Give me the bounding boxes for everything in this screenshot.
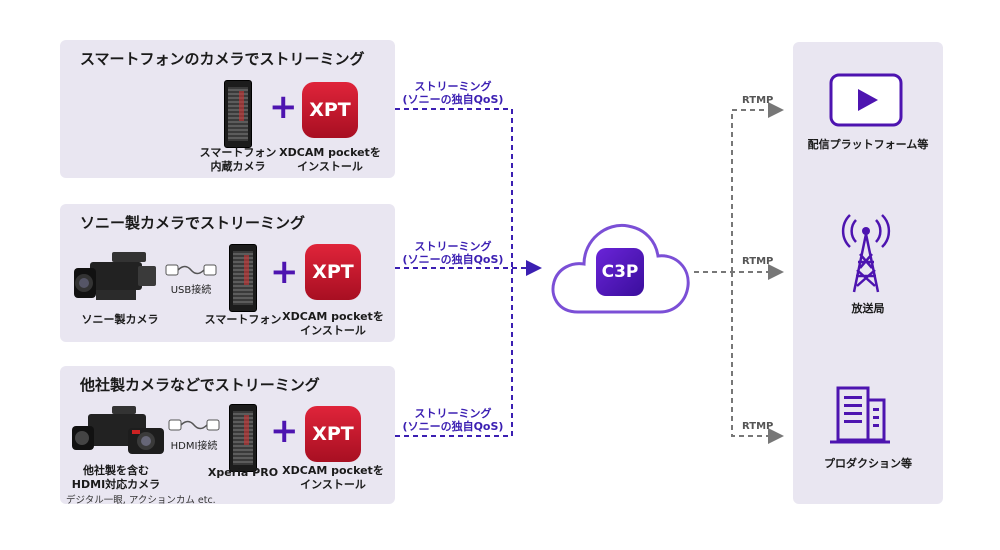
destination-label-platform: 配信プラットフォーム等 [807,138,929,151]
xperia-pro-icon [229,404,257,472]
stream-label-3: ストリーミング(ソニーの独自QoS) [402,407,504,433]
hdmi-connection-label: HDMI接続 [170,441,218,452]
video-camera-icon [74,252,156,300]
rtmp-label-1: RTMP [742,95,774,106]
xperia-pro-label: Xperia PRO [207,466,279,479]
usb-cable-icon [165,264,217,276]
c3p-logo: C3P [596,248,644,296]
panel-title-other: 他社製カメラなどでストリーミング [80,376,320,394]
rtmp-line-bottom [731,272,784,444]
smartphone-icon [224,80,252,148]
stream-label-1: ストリーミング(ソニーの独自QoS) [402,80,504,106]
plus-icon: + [270,252,299,292]
rtmp-line-top [731,102,784,272]
panel-title-smartphone: スマートフォンのカメラでストリーミング [80,50,365,68]
app-install-label: XDCAM pocketをインストール [282,310,384,337]
app-install-label: XDCAM pocketをインストール [279,146,381,173]
xpt-app-icon: XPT [302,82,358,138]
app-install-label: XDCAM pocketをインストール [282,464,384,491]
xpt-app-icon: XPT [305,244,361,300]
stream-line-3 [395,268,513,437]
stream-label-2: ストリーミング(ソニーの独自QoS) [402,240,504,266]
camera-note: デジタル一眼, アクションカム etc. [66,495,216,506]
rtmp-label-2: RTMP [742,256,774,267]
hdmi-camera-icon [72,406,164,454]
sony-camera-label: ソニー製カメラ [81,313,159,326]
stream-line-1 [395,108,513,268]
destination-label-broadcast: 放送局 [851,302,885,315]
smartphone-icon [229,244,257,312]
panel-title-sony: ソニー製カメラでストリーミング [80,214,306,232]
smartphone-label: スマートフォン内蔵カメラ [199,146,277,173]
destination-label-production: プロダクション等 [824,457,912,470]
hdmi-cable-icon [168,419,220,431]
rtmp-label-3: RTMP [742,421,774,432]
building-icon [830,386,890,444]
plus-icon: + [269,87,298,127]
plus-icon: + [270,411,299,451]
usb-connection-label: USB接続 [170,285,212,296]
video-play-icon [829,73,903,127]
smartphone-label: スマートフォン [204,313,282,326]
xpt-app-icon: XPT [305,406,361,462]
broadcast-tower-icon [841,214,891,293]
